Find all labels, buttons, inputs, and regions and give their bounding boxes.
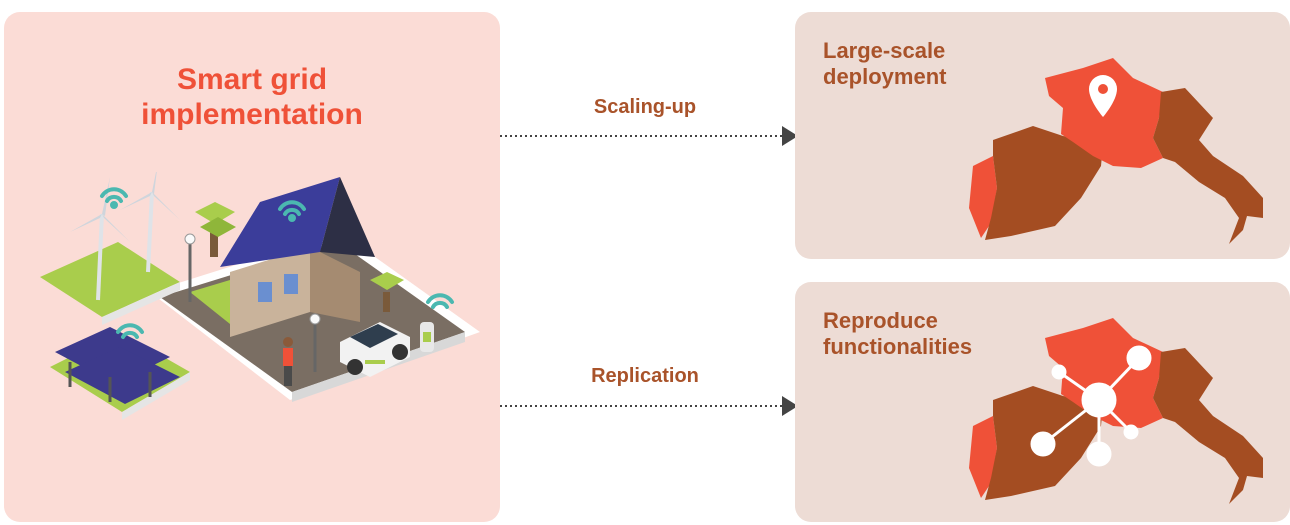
map-portugal [969,416,997,498]
scaling-up-label: Scaling-up [593,96,697,118]
wifi-icon [116,323,144,339]
house [220,177,375,337]
tree [195,202,236,257]
charging-station [420,322,434,352]
wifi-icon [100,187,128,209]
tree [370,272,404,312]
large-scale-deployment-title-line-2: deployment [823,64,947,89]
street-lamp [309,313,321,372]
scaling-up-arrow [500,126,798,146]
person [283,337,293,386]
location-pin-icon [1089,75,1117,117]
electric-car-icon [340,322,410,377]
wifi-icon [426,293,454,309]
wifi-icon [278,200,306,222]
reproduce-functionalities-panel: Reproduce functionalities [795,282,1290,522]
reproduce-functionalities-title: Reproduce functionalities [823,308,972,360]
map-portugal [969,156,997,238]
map-italy [1153,348,1263,504]
street-lamp [184,233,196,302]
solar-panel-icon [50,327,190,420]
large-scale-deployment-panel: Large-scale deployment [795,12,1290,259]
smart-grid-title-line-2: implementation [141,98,363,131]
map-italy [1153,88,1263,244]
large-scale-deployment-title: Large-scale deployment [823,38,946,90]
smart-grid-panel: Smart grid implementation [4,12,500,522]
map-spain [985,126,1103,240]
map-france [1045,318,1163,428]
europe-map [969,58,1263,244]
replication-label: Replication [591,365,699,387]
replication-arrow [500,396,798,416]
wind-turbine-icon [40,172,180,325]
smart-grid-title: Smart grid implementation [4,62,500,132]
smart-grid-title-line-1: Smart grid [176,63,328,96]
reproduce-functionalities-title-line-2: functionalities [823,334,973,359]
smart-house-illustration [40,172,480,420]
network-hub-icon [1030,345,1152,467]
reproduce-functionalities-title-line-1: Reproduce [823,308,938,333]
large-scale-deployment-title-line-1: Large-scale [823,38,946,63]
europe-map [969,318,1263,504]
